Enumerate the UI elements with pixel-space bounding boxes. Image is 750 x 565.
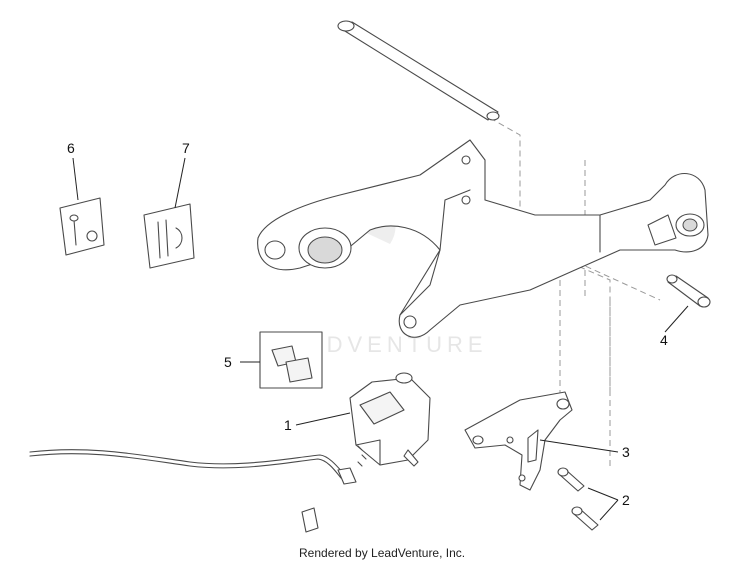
callout-1: 1 [284, 417, 292, 433]
brake-pads-part-5 [259, 331, 323, 389]
caliper-bracket-part-3 [464, 391, 573, 491]
swingarm [257, 139, 709, 338]
leader-lines [72, 157, 689, 521]
pivot-shaft [337, 20, 500, 121]
axle-bolt-part-4 [666, 274, 711, 308]
hardware-bag-part-7 [143, 203, 195, 269]
bolts-part-2 [557, 467, 599, 531]
brake-hose [29, 445, 367, 533]
callout-4: 4 [660, 332, 668, 348]
brake-caliper-part-1 [349, 372, 431, 467]
callout-labels: 6 7 5 1 3 2 4 [67, 140, 668, 508]
callout-6: 6 [67, 140, 75, 156]
callout-3: 3 [622, 444, 630, 460]
footer-credit: Rendered by LeadVenture, Inc. [299, 546, 465, 560]
hardware-bag-part-6 [59, 197, 105, 256]
callout-2: 2 [622, 492, 630, 508]
callout-7: 7 [182, 140, 190, 156]
callout-5: 5 [224, 354, 232, 370]
